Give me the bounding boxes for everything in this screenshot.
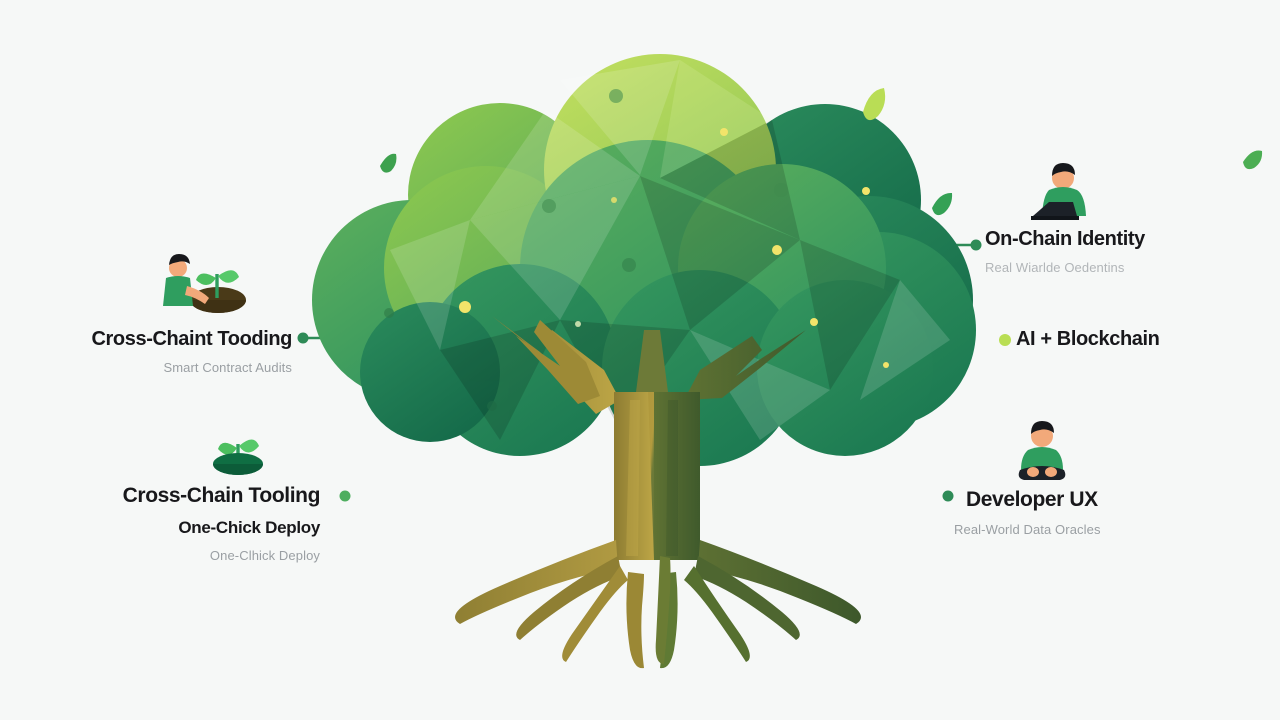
- leaf-icon: [380, 153, 397, 173]
- connector-dot-on-chain-identity: [970, 239, 982, 251]
- person-laptop-icon: [985, 160, 1280, 222]
- callout-subtitle-bold: One-Chick Deploy: [178, 518, 320, 537]
- callout-subtitle: One-Clhick Deploy: [209, 548, 320, 563]
- connector-dot-cross-chaint: [297, 332, 309, 344]
- floating-leaves: [380, 88, 1263, 216]
- callout-ai-blockchain[interactable]: AI + Blockchain: [1016, 328, 1280, 351]
- sprout-in-bowl-icon: [0, 428, 330, 478]
- canopy-dots: [384, 89, 889, 411]
- callout-title: Cross-Chaint Tooding: [91, 328, 293, 350]
- callout-subtitle: Smart Contract Audits: [163, 360, 292, 375]
- person-sitting-crosslegged-icon: [950, 420, 1250, 482]
- tree-roots: [455, 540, 861, 669]
- callout-subtitle: Real-World Data Oracles: [954, 522, 1101, 537]
- leaf-icon: [932, 192, 953, 216]
- callout-title: AI + Blockchain: [1016, 328, 1160, 350]
- callout-title: On-Chain Identity: [985, 228, 1145, 250]
- connector-dot-ai-blockchain: [999, 334, 1011, 346]
- person-planting-sprout-icon: [0, 252, 300, 320]
- leaf-icon: [863, 88, 886, 121]
- connector-dot-developer-ux: [942, 490, 954, 502]
- callout-title: Developer UX: [966, 488, 1098, 511]
- tree-trunk: [492, 316, 806, 560]
- callout-cross-chain-tooling[interactable]: Cross-Chain Tooling One-Chick Deploy One…: [0, 428, 330, 563]
- callout-subtitle: Real Wiarlde Oedentins: [985, 260, 1125, 275]
- connector-dots: [297, 239, 1011, 502]
- callout-on-chain-identity[interactable]: On-Chain Identity Real Wiarlde Oedentins: [985, 160, 1280, 275]
- leaf-icon: [1243, 150, 1263, 170]
- callout-cross-chaint-tooding[interactable]: Cross-Chaint Tooding Smart Contract Audi…: [0, 252, 300, 375]
- callout-title: Cross-Chain Tooling: [122, 484, 321, 507]
- connector-dot-cross-chain-tooling: [339, 490, 351, 502]
- callout-developer-ux[interactable]: Developer UX Real-World Data Oracles: [950, 420, 1250, 537]
